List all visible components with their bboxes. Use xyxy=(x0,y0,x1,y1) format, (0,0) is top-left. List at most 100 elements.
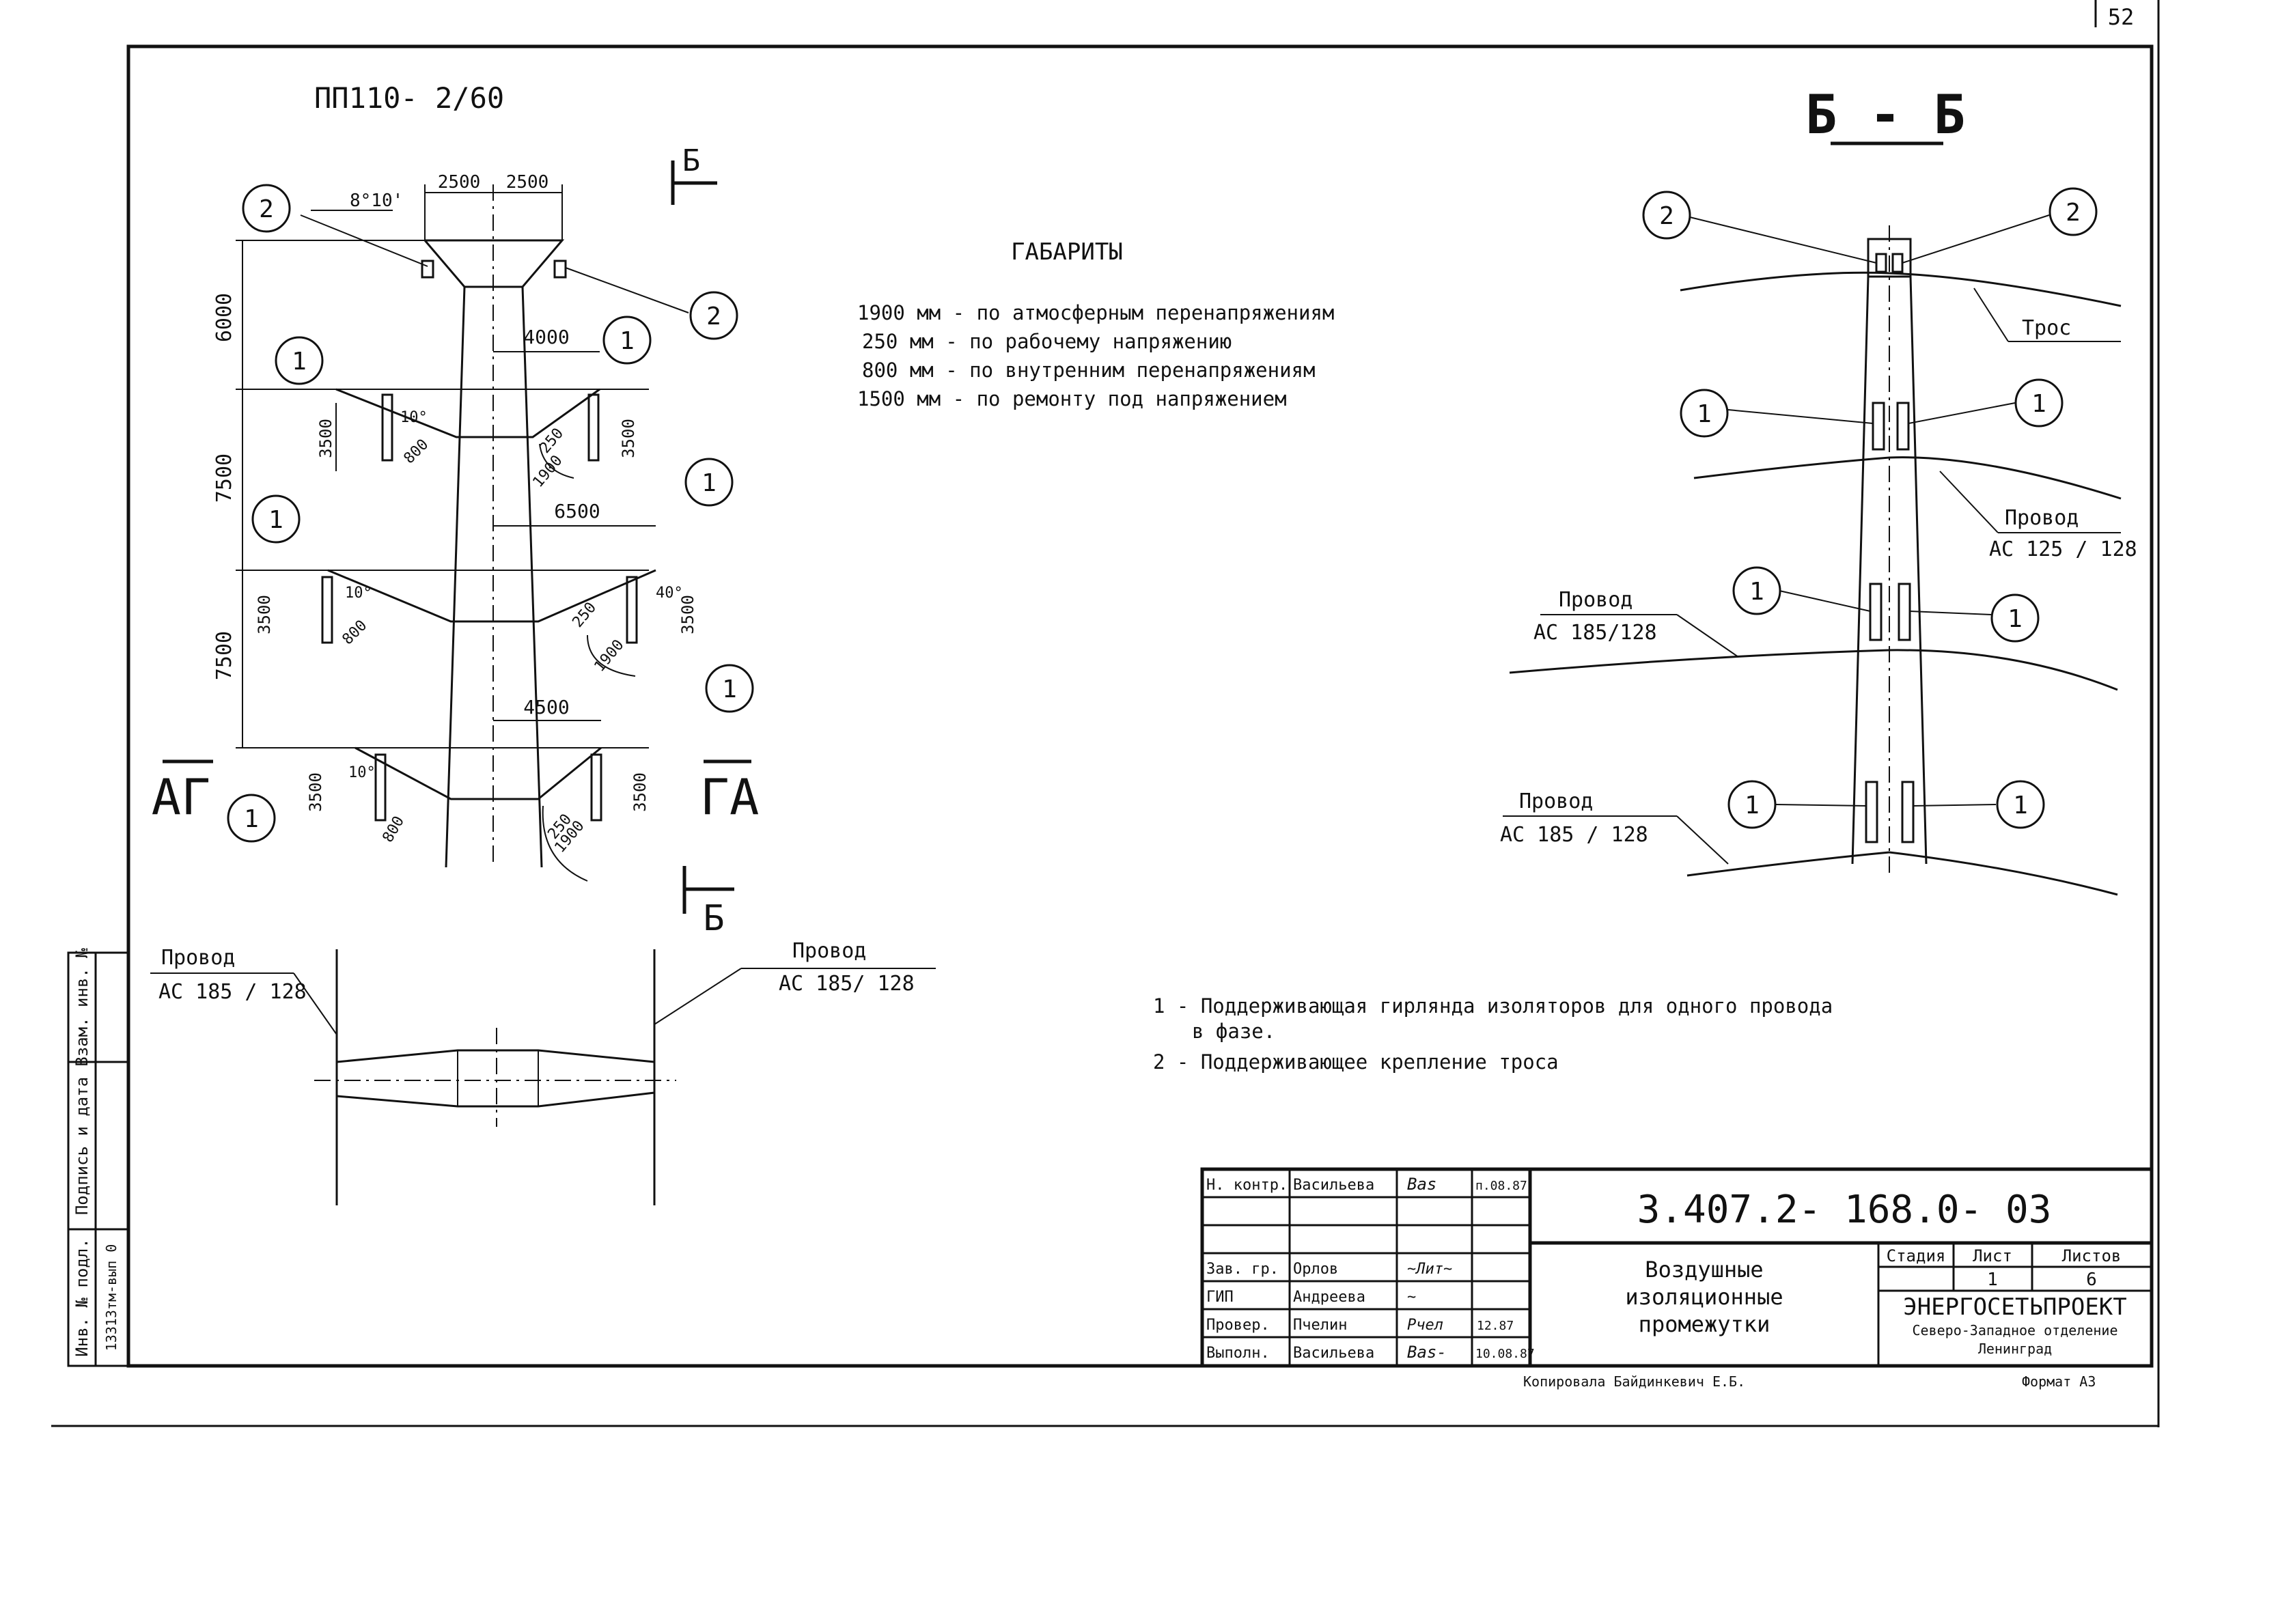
crossarm-1 xyxy=(335,388,600,438)
dim-clear-1900-1: 1900 xyxy=(529,452,566,491)
dim-height-2: 7500 xyxy=(212,453,236,503)
svg-text:Б: Б xyxy=(703,898,724,939)
dim-clear-800-3: 800 xyxy=(380,813,408,845)
clearance-line-2: 250 мм - по рабочему напряжению xyxy=(862,330,1232,353)
callout-1: 1 xyxy=(227,794,276,843)
tower-section-left xyxy=(1851,276,1870,865)
tb-row: Провер. Пчелин Рчел 12.87 xyxy=(1206,1317,1514,1334)
tower-shaft-left xyxy=(445,286,466,868)
ground-wire-clamp-left xyxy=(421,260,434,279)
svg-text:~: ~ xyxy=(1407,1289,1416,1306)
legend-item-1: 1 - Поддерживающая гирлянда изоляторов д… xyxy=(1153,994,1833,1018)
section-callout-1: 1 xyxy=(1996,780,2045,829)
svg-text:Васильева: Васильева xyxy=(1293,1345,1374,1362)
insulator xyxy=(1901,781,1915,843)
tb-row: Зав. гр. Орлов ~Лит~ xyxy=(1206,1261,1452,1278)
dim-top-left: 2500 xyxy=(438,172,481,193)
crossarm-3 xyxy=(355,746,602,800)
section-callout-1: 1 xyxy=(1680,389,1729,438)
dim-angle: 8°10' xyxy=(350,191,403,211)
callout-1: 1 xyxy=(684,458,734,507)
callout-1: 1 xyxy=(602,316,652,365)
tower-section-right xyxy=(1909,276,1928,865)
plan-crossarm xyxy=(335,1049,656,1108)
ground-clamp xyxy=(1875,253,1887,273)
svg-text:~Лит~: ~Лит~ xyxy=(1407,1261,1452,1278)
svg-text:2: 2 xyxy=(259,195,274,223)
stamp-cell-2: Подпись и дата xyxy=(72,1077,92,1215)
legend-item-2: 2 - Поддерживающее крепление троса xyxy=(1153,1050,1559,1074)
clearance-line-1: 1900 мм - по атмосферным перенапряжениям xyxy=(857,301,1334,324)
tower-title: ПП110- 2/60 xyxy=(314,81,504,115)
dim-string-2r: 3500 xyxy=(678,595,697,634)
plan-right-label: Провод xyxy=(792,939,866,963)
insulator-string xyxy=(381,393,393,462)
svg-text:1: 1 xyxy=(2031,390,2046,418)
svg-text:1: 1 xyxy=(2013,792,2028,820)
section-callout-1: 1 xyxy=(1990,593,2040,643)
insulator xyxy=(1896,402,1910,451)
svg-text:1: 1 xyxy=(292,348,307,376)
dim-height-1: 6000 xyxy=(212,293,236,342)
title-block: 3.407.2- 168.0- 03 Воздушные изоляционны… xyxy=(1200,1167,2154,1390)
callout-1: 1 xyxy=(251,494,301,544)
ground-clamp xyxy=(1891,253,1904,273)
stage-header: Стадия xyxy=(1887,1246,1946,1265)
dim-string-1r: 3500 xyxy=(619,419,638,458)
stamp-sub: 13313тм-вып 0 xyxy=(103,1244,120,1352)
svg-text:п.08.87: п.08.87 xyxy=(1475,1179,1527,1193)
dim-string-1: 3500 xyxy=(316,419,335,458)
phase-wire-3 xyxy=(1686,851,2118,896)
svg-text:Bas-: Bas- xyxy=(1407,1343,1447,1362)
tb-row: Выполн. Васильева Bas- 10.08.87 xyxy=(1206,1343,1535,1362)
insulator xyxy=(1869,583,1883,641)
doc-code: 3.407.2- 168.0- 03 xyxy=(1637,1188,2052,1232)
dim-swing-2: 10° xyxy=(345,585,372,602)
copied-by: Копировала Байдинкевич Е.Б. xyxy=(1523,1373,1745,1390)
svg-text:1: 1 xyxy=(2008,605,2023,633)
svg-text:ГА: ГА xyxy=(700,768,760,826)
tb-row: ГИП Андреева ~ xyxy=(1206,1289,1416,1306)
svg-text:АГ: АГ xyxy=(152,768,211,826)
svg-text:1: 1 xyxy=(1749,578,1764,606)
sheet-header: Лист xyxy=(1973,1246,2012,1265)
org-name: ЭНЕРГОСЕТЬПРОЕКТ xyxy=(1903,1293,2127,1321)
svg-text:2: 2 xyxy=(1659,202,1674,230)
clearance-arc xyxy=(539,443,574,479)
section-callout-1: 1 xyxy=(2014,378,2064,428)
clearance-arc xyxy=(587,634,636,677)
dim-string-2: 3500 xyxy=(255,595,274,634)
svg-text:2: 2 xyxy=(706,303,721,331)
svg-text:Андреева: Андреева xyxy=(1293,1289,1365,1306)
label-wire-3-type: АС 185 / 128 xyxy=(1500,823,1648,847)
section-callout-2-right: 2 xyxy=(2048,187,2098,236)
section-callout-1: 1 xyxy=(1732,566,1781,615)
sheets-value: 6 xyxy=(2086,1270,2097,1290)
view-mark-right: ГА xyxy=(700,759,760,826)
crossarm-2 xyxy=(327,569,656,623)
callout-2-left: 2 xyxy=(242,184,291,233)
dim-swing-3: 10° xyxy=(348,764,376,781)
format: Формат А3 xyxy=(2022,1373,2096,1390)
dim-top-right: 2500 xyxy=(506,172,549,193)
ground-cable xyxy=(1680,271,2122,307)
title-line-2: изоляционные xyxy=(1625,1284,1783,1310)
insulator-string xyxy=(626,576,638,644)
legend-item-1-cont: в фазе. xyxy=(1192,1020,1275,1043)
label-cable: Трос xyxy=(2022,316,2071,340)
svg-text:1: 1 xyxy=(268,506,283,534)
label-wire-1-type: АС 125 / 128 xyxy=(1989,537,2137,561)
dim-swing-2r: 40° xyxy=(656,585,683,602)
insulator xyxy=(1872,402,1885,451)
title-line-1: Воздушные xyxy=(1645,1257,1763,1283)
stamp-cell-1: Инв. № подл. xyxy=(72,1238,92,1356)
clearance-arc xyxy=(542,805,588,882)
section-callout-2-left: 2 xyxy=(1642,191,1691,240)
insulator-string xyxy=(587,393,600,462)
svg-text:ГИП: ГИП xyxy=(1206,1289,1234,1306)
page-number: 52 xyxy=(2108,4,2135,30)
clearances-notes: ГАБАРИТЫ 1900 мм - по атмосферным перена… xyxy=(857,238,1334,410)
dim-clear-800-1: 800 xyxy=(401,436,432,467)
svg-text:12.87: 12.87 xyxy=(1477,1319,1514,1333)
